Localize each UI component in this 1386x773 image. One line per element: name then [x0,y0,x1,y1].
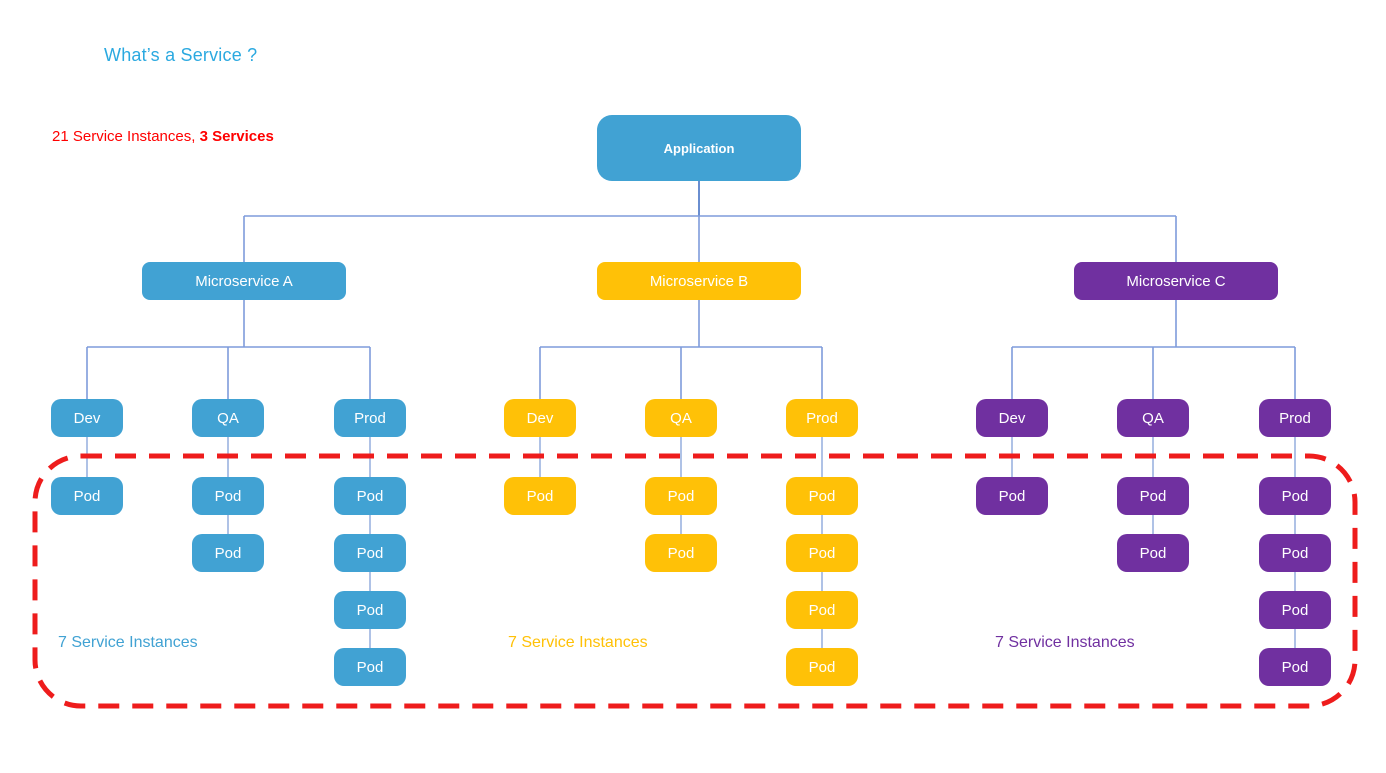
pod-node: Pod [976,477,1048,515]
pod-node: Pod [334,477,406,515]
pod-node: Pod [504,477,576,515]
service-node: Microservice B [597,262,801,300]
env-node-qa: QA [645,399,717,437]
service-instances-label: 7 Service Instances [508,634,648,651]
page-title: What’s a Service ? [104,45,258,65]
pod-node: Pod [1259,591,1331,629]
env-node-dev: Dev [51,399,123,437]
pod-node: Pod [786,591,858,629]
pod-node: Pod [786,477,858,515]
env-node-dev: Dev [504,399,576,437]
pod-node: Pod [334,591,406,629]
pod-node: Pod [645,534,717,572]
summary-text: 21 Service Instances, [52,128,200,145]
env-node-prod: Prod [334,399,406,437]
instances-summary: 21 Service Instances, 3 Services [52,128,274,145]
pod-node: Pod [1117,534,1189,572]
env-node-prod: Prod [786,399,858,437]
env-node-qa: QA [1117,399,1189,437]
pod-node: Pod [334,534,406,572]
pod-node: Pod [786,534,858,572]
pod-node: Pod [51,477,123,515]
pod-node: Pod [1259,648,1331,686]
service-node: Microservice C [1074,262,1278,300]
service-node: Microservice A [142,262,346,300]
pod-node: Pod [334,648,406,686]
application-node: Application [597,115,801,181]
env-node-qa: QA [192,399,264,437]
env-node-prod: Prod [1259,399,1331,437]
pod-node: Pod [645,477,717,515]
pod-node: Pod [786,648,858,686]
pod-node: Pod [1117,477,1189,515]
env-node-dev: Dev [976,399,1048,437]
pod-node: Pod [192,477,264,515]
pod-node: Pod [1259,534,1331,572]
pod-node: Pod [1259,477,1331,515]
service-instances-label: 7 Service Instances [58,634,198,651]
pod-node: Pod [192,534,264,572]
service-instances-label: 7 Service Instances [995,634,1135,651]
summary-services-count: 3 Services [199,128,274,145]
